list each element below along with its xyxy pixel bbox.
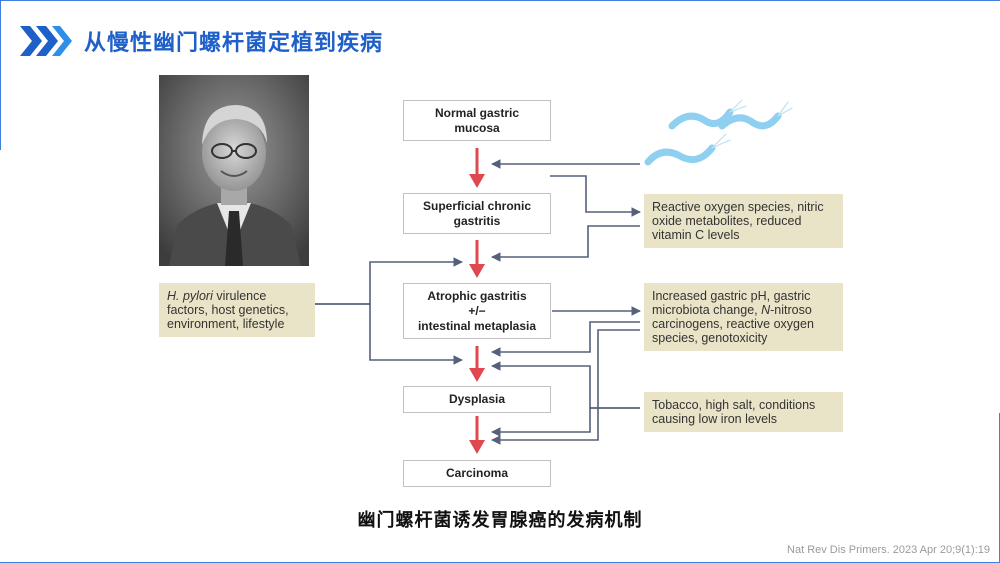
stage-atrophic-gastritis: Atrophic gastritis+/−intestinal metaplas… [403,283,551,339]
stage-label-line: Atrophic gastritis [427,288,527,303]
factor-line: Increased gastric pH, gastric [652,289,811,303]
slide-title: 从慢性幽门螺杆菌定植到疾病 [84,31,384,56]
factor-line: environment, lifestyle [167,317,285,331]
factor-line: H. pylori virulence [167,289,267,303]
stage-label-line: Dysplasia [448,392,506,406]
factor-line: Tobacco, high salt, conditions [652,398,816,412]
factor-line: vitamin C levels [652,228,740,242]
factor-host-environment: H. pylori virulence factors, host geneti… [159,283,315,337]
factor-line: species, genotoxicity [652,331,768,345]
figure-caption: 幽门螺杆菌诱发胃腺癌的发病机制 [357,510,643,531]
stage-label-line: Superficial chronic [422,198,532,213]
factor-gastric-ph: Increased gastric pH, gastric microbiota… [644,283,843,351]
factor-tobacco-salt: Tobacco, high salt, conditions causing l… [644,392,843,432]
factor-line: Reactive oxygen species, nitric [652,200,824,214]
top-border-line [0,0,1000,1]
stage-label-line: Carcinoma [445,466,509,480]
stage-label-line: mucosa [454,120,500,135]
portrait-photo [159,75,309,266]
bacteria-illustration [644,99,793,166]
factor-reactive-oxygen: Reactive oxygen species, nitric oxide me… [644,194,843,248]
factor-line: oxide metabolites, reduced [652,214,802,228]
stage-label-line: intestinal metaplasia [417,318,537,333]
factor-line: carcinogens, reactive oxygen [652,317,814,331]
stage-label-line: Normal gastric [434,105,520,120]
left-border-line [0,0,1,150]
chevron-double-right-icon [20,26,72,56]
stage-dysplasia: Dysplasia [403,386,551,413]
factor-line: factors, host genetics, [167,303,289,317]
stage-label-line: gastritis [453,213,501,228]
stage-label-line: +/− [468,303,486,318]
progression-arrows [469,148,485,454]
connector-lines [315,159,641,445]
stage-carcinoma: Carcinoma [403,460,551,487]
factor-line: causing low iron levels [652,412,778,426]
factor-line: microbiota change, N-nitroso [652,303,812,317]
citation-text: Nat Rev Dis Primers. 2023 Apr 20;9(1):19 [787,544,990,556]
